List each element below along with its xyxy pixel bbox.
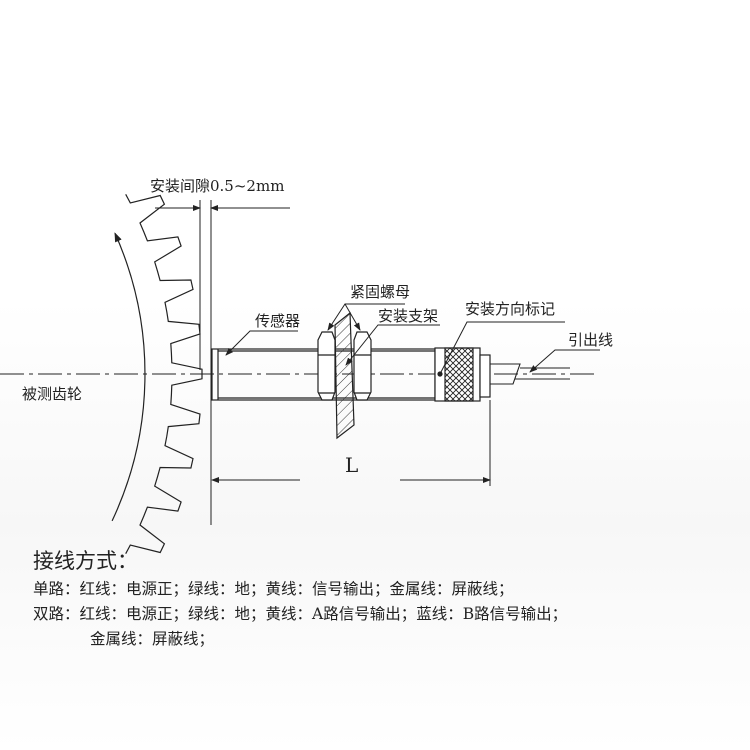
lead-wire-label: 引出线 — [568, 331, 613, 349]
rotation-arrow-icon — [111, 232, 146, 522]
direction-mark-knurl — [434, 347, 491, 402]
bracket-label: 安装支架 — [378, 307, 438, 325]
sensor-label: 传感器 — [255, 312, 300, 330]
gap-label: 安装间隙0.5~2mm — [150, 177, 284, 195]
length-dimension — [211, 400, 491, 486]
wiring-dual: 双路：红线：电源正；绿线：地；黄线：A路信号输出；蓝线：B路信号输出； — [33, 605, 568, 623]
wiring-title: 接线方式： — [33, 549, 138, 573]
gear-label: 被测齿轮 — [22, 385, 82, 403]
leader-lines — [225, 303, 600, 373]
wiring-single: 单路：红线：电源正；绿线：地；黄线：信号输出；金属线：屏蔽线； — [33, 580, 514, 598]
direction-mark-label: 安装方向标记 — [465, 300, 555, 318]
wiring-notes: 接线方式： 单路：红线：电源正；绿线：地；黄线：信号输出；金属线：屏蔽线； 双路… — [33, 545, 567, 652]
lead-wire — [490, 363, 570, 385]
nut-label: 紧固螺母 — [350, 283, 410, 301]
gap-dimension — [155, 200, 290, 525]
wiring-dual-continued: 金属线：屏蔽线； — [90, 630, 215, 648]
length-label: L — [345, 453, 358, 477]
mounting-bracket — [334, 311, 355, 440]
